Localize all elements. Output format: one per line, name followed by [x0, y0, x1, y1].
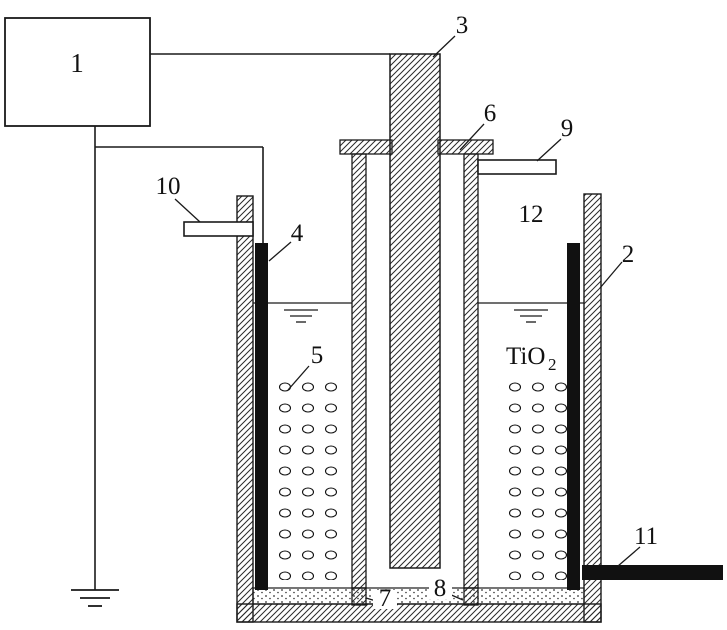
callout-12-label: 12 — [519, 201, 544, 228]
inner-vessel-right-foot-8 — [463, 587, 479, 606]
right-liquid-level — [478, 302, 584, 323]
inner-vessel-left-flange — [339, 139, 393, 155]
inner-vessel-left-wall — [351, 153, 367, 589]
callout-2-label: 2 — [622, 241, 635, 268]
inner-vessel-right-flange — [437, 139, 494, 155]
outer-vessel-bottom — [236, 603, 602, 623]
callout-3-label: 3 — [456, 12, 469, 39]
left-electrode-4 — [255, 243, 268, 590]
device-box-1 — [4, 17, 151, 127]
tio2-label: TiO 2 — [506, 343, 557, 374]
outer-vessel-right-wall — [583, 193, 602, 623]
tio2-base-text: TiO — [506, 343, 545, 370]
leader-line-6 — [459, 123, 485, 151]
leader-line-5 — [287, 365, 310, 391]
callout-5-label: 5 — [311, 342, 324, 369]
callout-1-label: 1 — [70, 48, 84, 78]
ground-symbol — [71, 589, 119, 607]
inner-vessel-right-wall — [463, 153, 479, 589]
right-electrode — [567, 243, 580, 590]
center-rod-3 — [389, 53, 441, 569]
outer-vessel-left-wall — [236, 195, 254, 623]
callout-10-label: 10 — [156, 173, 181, 200]
leader-line-3 — [432, 35, 456, 58]
leader-line-11 — [617, 546, 641, 567]
callout-6-label: 6 — [484, 100, 497, 127]
right-chamber-bubbles — [498, 380, 567, 580]
leader-lines — [174, 35, 641, 602]
leader-line-2 — [599, 261, 623, 289]
callout-11-label: 11 — [634, 523, 658, 550]
label-8-backplate — [429, 580, 452, 599]
label-7-backplate — [373, 590, 397, 609]
outlet-pipe-11 — [582, 565, 723, 580]
callout-4-label: 4 — [291, 220, 304, 247]
callout-7-label: 7 — [379, 585, 392, 612]
inner-vessel-left-foot-7 — [351, 587, 367, 606]
left-liquid-level — [253, 302, 352, 323]
leader-line-9 — [536, 138, 562, 162]
left-chamber-bubbles — [272, 380, 341, 580]
tio2-subscript-text: 2 — [548, 355, 557, 374]
outlet-pipe-10 — [183, 221, 254, 237]
callout-8-label: 8 — [434, 575, 447, 602]
callout-9-label: 9 — [561, 115, 574, 142]
leader-line-4 — [268, 241, 292, 262]
leader-line-10 — [174, 198, 201, 223]
porous-plate — [252, 587, 585, 605]
outlet-pipe-9 — [477, 159, 557, 175]
